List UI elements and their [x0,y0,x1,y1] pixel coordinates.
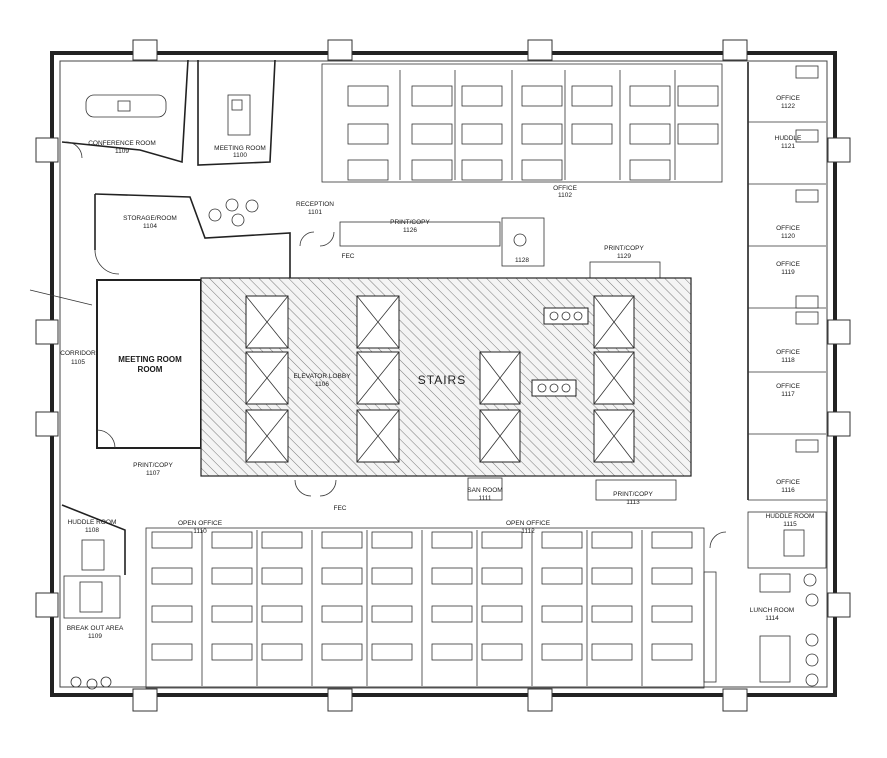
office-1117-label: OFFICE [776,383,800,390]
fec-label-bottom: FEC [334,505,347,512]
room-1128: 1128 [501,217,545,267]
office-1122-label: OFFICE [776,95,800,102]
san-room-label: SAN ROOM [467,487,502,494]
office-1122-number: 1122 [781,103,795,110]
corridor-label: CORRIDOR [60,350,96,357]
print-copy-bottom-label: PRINT/COPY [613,491,653,498]
office-1119-number: 1119 [781,269,795,276]
print-copy-right-label: PRINT/COPY [604,245,644,252]
reception-label: RECEPTION [296,201,334,208]
building-core: ELEVATOR LOBBY 1106 STAIRS [200,277,692,477]
huddle-1115-label: HUDDLE ROOM [766,513,815,520]
storage-room: STORAGE/ROOM 1104 [94,193,291,280]
stairs-label: STAIRS [418,373,466,387]
below-core: FEC SAN ROOM 1111 PRINT/COPY 1113 [294,477,677,512]
room-1128-number: 1128 [515,257,529,264]
huddle-1121-number: 1121 [781,143,795,150]
elevator-lobby-label: ELEVATOR LOBBY [293,373,351,380]
conference-room-label: CONFERENCE ROOM [88,140,156,147]
open-office-left-number: 1110 [193,528,207,535]
huddle-1115-number: 1115 [783,521,797,528]
meeting-room-small-number: 1100 [233,152,247,159]
meeting-room-large: MEETING ROOM ROOM [96,279,202,449]
office-1116-label: OFFICE [776,479,800,486]
print-copy-left: PRINT/COPY 1107 [133,462,173,477]
open-office-bottom: OPEN OFFICE 1110 OPEN OFFICE 1112 [145,520,717,689]
print-copy-left-label: PRINT/COPY [133,462,173,469]
lunch-room-number: 1114 [765,615,779,622]
open-office-top-label: OFFICE [553,185,577,192]
breakout-area: BREAK OUT AREA 1109 [63,575,124,690]
huddle-left-label: HUDDLE ROOM [68,519,117,526]
workstations-top [347,70,719,181]
breakout-label: BREAK OUT AREA [67,625,124,632]
elevator-shafts-right [479,295,635,463]
meeting-room-large-sub: ROOM [138,365,163,374]
breakout-number: 1109 [88,633,102,640]
huddle-room-1115: HUDDLE ROOM 1115 [709,511,827,569]
office-1116-number: 1116 [781,487,795,494]
private-offices-right: OFFICE 1122 HUDDLE 1121 OFFICE 1120 OFFI… [747,62,826,501]
print-copy-top-label: PRINT/COPY [390,219,430,226]
office-1118-label: OFFICE [776,349,800,356]
perimeter-columns [35,39,851,712]
office-1117-number: 1117 [781,391,795,398]
huddle-left-number: 1108 [85,527,99,534]
office-1118-number: 1118 [781,357,795,364]
huddle-room-left: HUDDLE ROOM 1108 [61,504,126,575]
elevator-lobby-number: 1106 [315,381,329,388]
lunch-room: LUNCH ROOM 1114 [750,573,819,687]
corridor: CORRIDOR 1105 [29,289,96,366]
storage-room-label: STORAGE/ROOM [123,215,177,222]
huddle-1121-label: HUDDLE [775,135,802,142]
open-office-right-number: 1112 [521,528,535,535]
print-copy-bottom-number: 1113 [626,499,640,506]
restroom-fixtures [531,307,589,397]
office-1120-number: 1120 [781,233,795,240]
conference-room: CONFERENCE ROOM 1109 [61,59,189,164]
reception-number: 1101 [308,209,322,216]
reception-area: RECEPTION 1101 [208,198,335,247]
lunch-room-label: LUNCH ROOM [750,607,794,614]
fec-label-top: FEC [342,253,355,260]
elevator-shafts-left [245,295,400,463]
open-office-top-number: 1102 [558,192,572,199]
meeting-room-small: MEETING ROOM 1100 [197,59,276,166]
meeting-room-large-label: MEETING ROOM [118,355,182,364]
print-copy-right-number: 1129 [617,253,631,260]
print-copy-right: PRINT/COPY 1129 [589,245,661,279]
open-office-right-label: OPEN OFFICE [506,520,551,527]
storage-room-number: 1104 [143,223,157,230]
corridor-number: 1105 [71,359,85,366]
exterior-walls [50,51,837,697]
san-room-number: 1111 [478,495,491,502]
office-1119-label: OFFICE [776,261,800,268]
meeting-room-small-label: MEETING ROOM [214,145,266,152]
open-office-left-label: OPEN OFFICE [178,520,223,527]
office-1120-label: OFFICE [776,225,800,232]
conference-room-number: 1109 [115,148,129,155]
workstations-bottom [151,530,717,686]
print-copy-left-number: 1107 [146,470,160,477]
open-office-top: OFFICE 1102 [321,63,723,199]
print-copy-top-number: 1126 [403,227,417,234]
print-copy-top: PRINT/COPY 1126 FEC [339,219,501,260]
